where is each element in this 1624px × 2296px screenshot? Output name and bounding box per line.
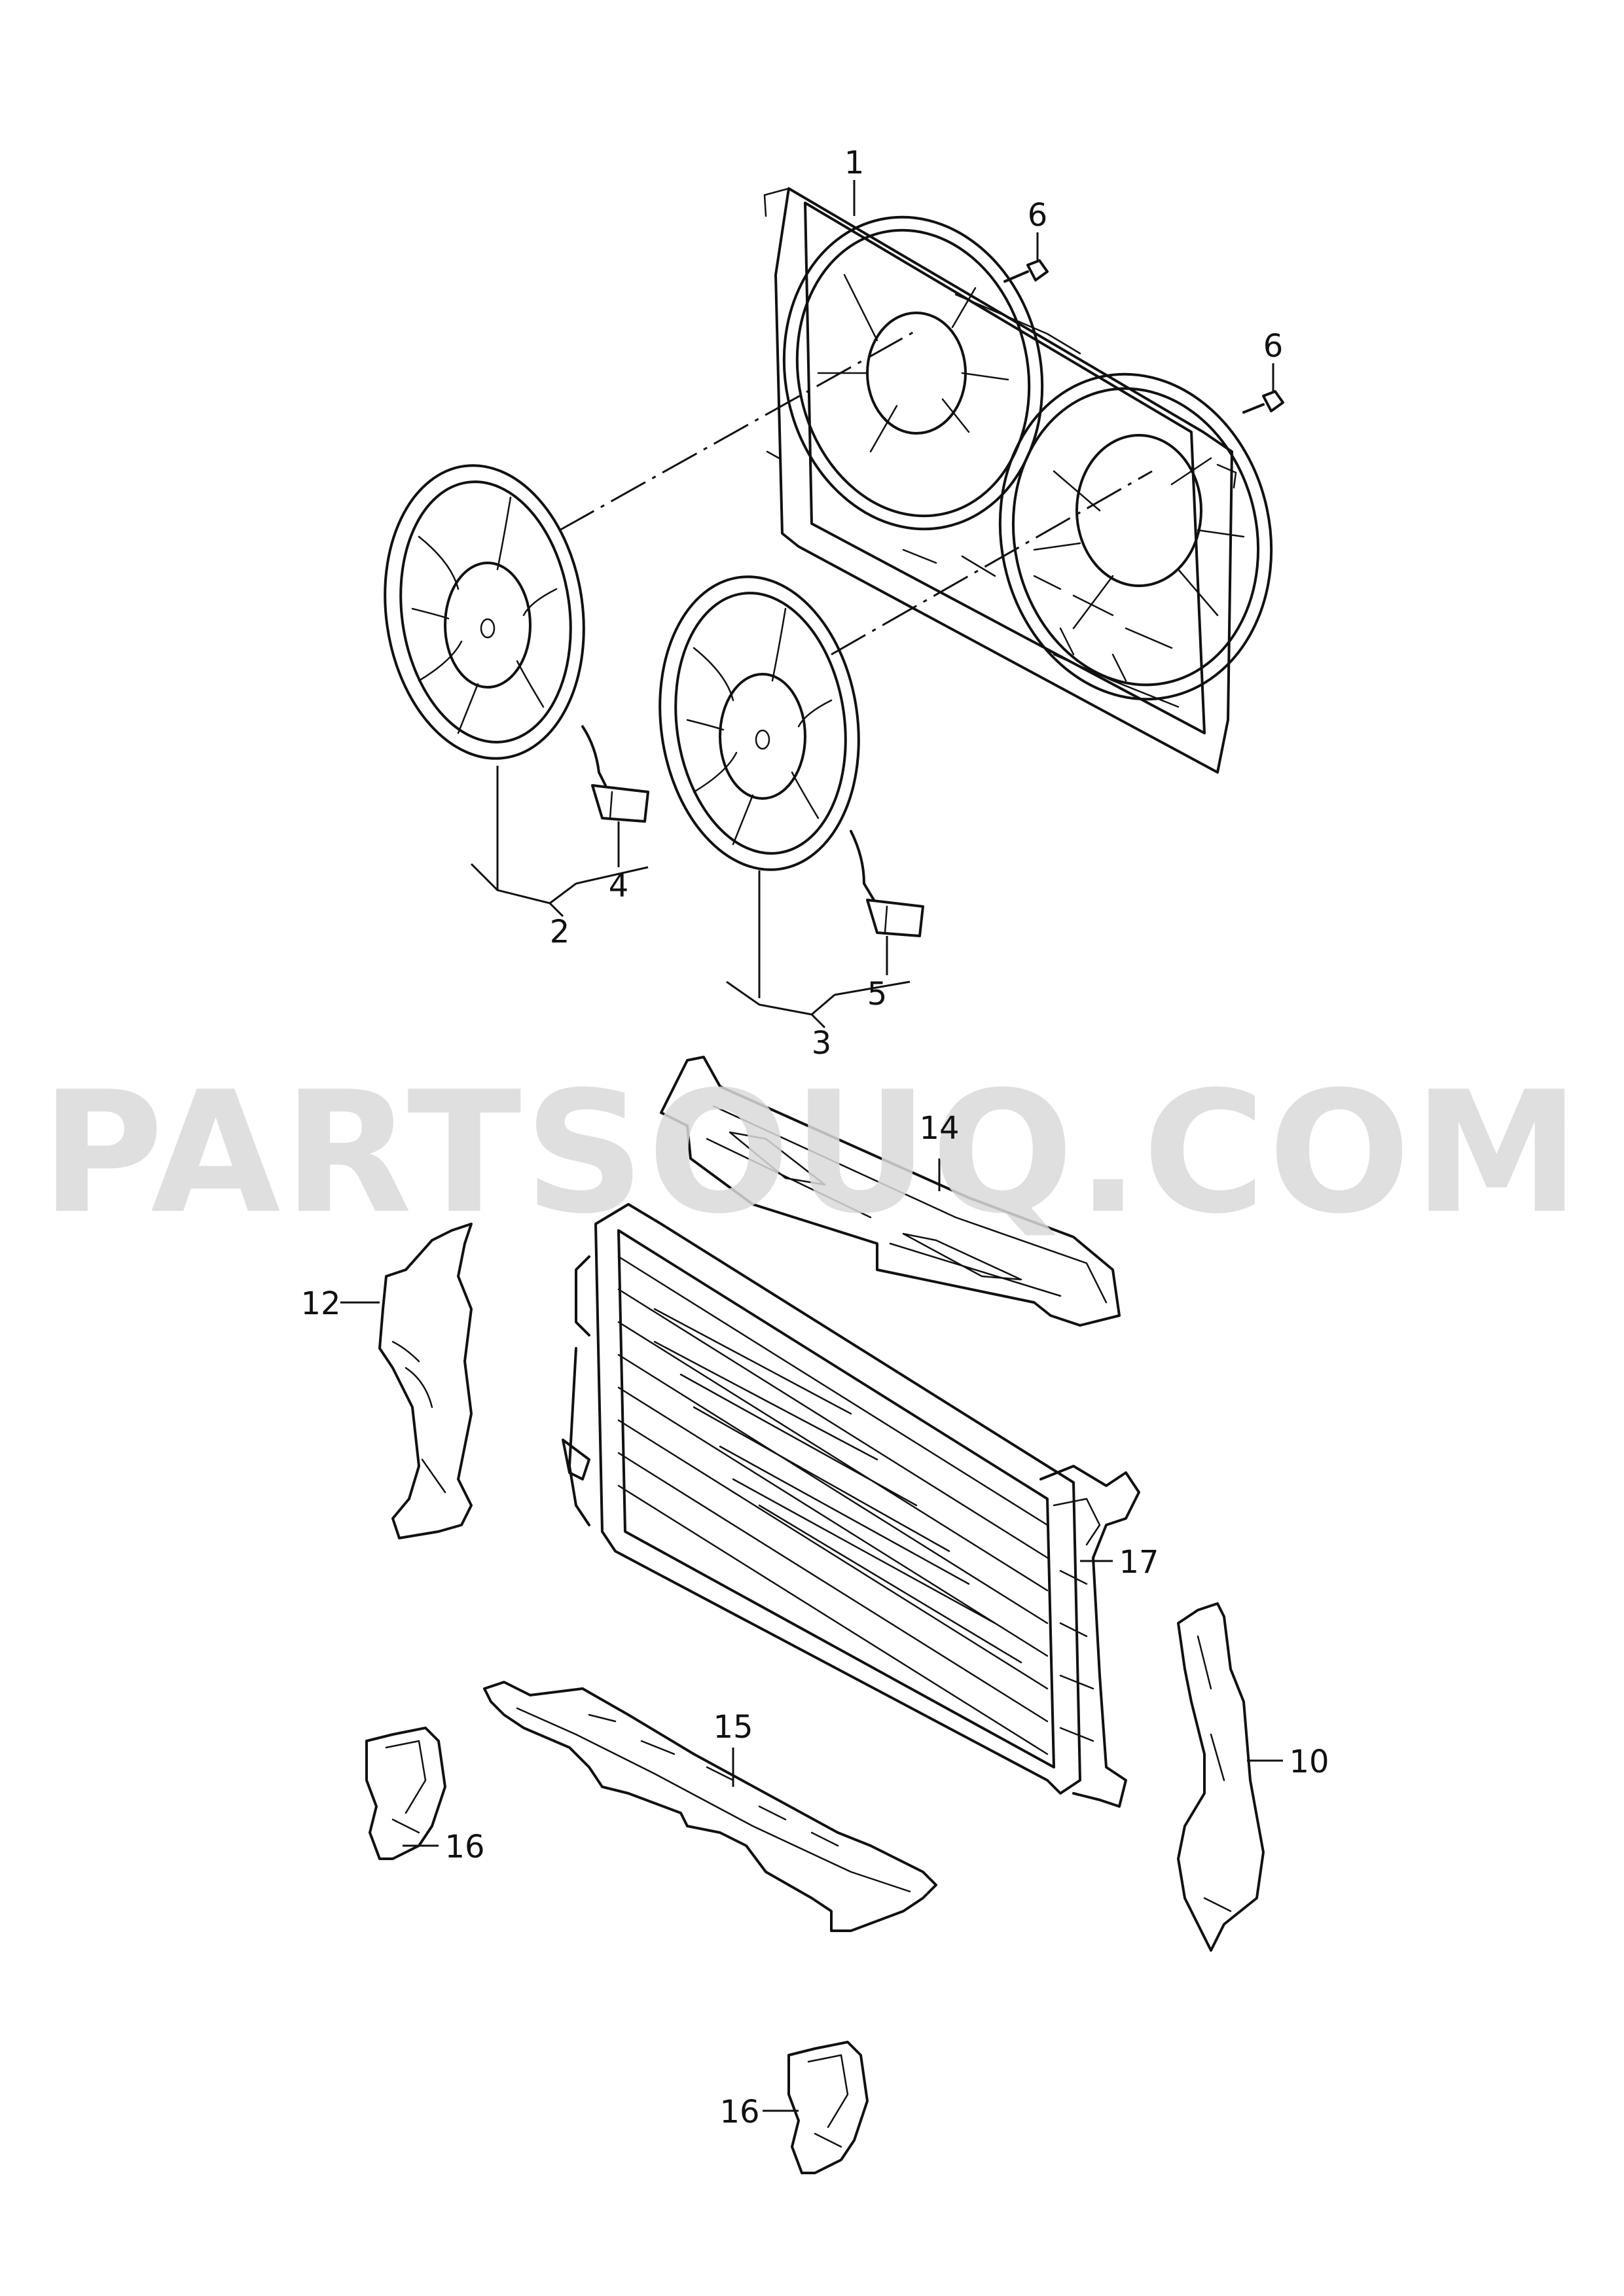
callout-3: 3 xyxy=(812,1025,832,1062)
callout-1: 1 xyxy=(844,145,865,181)
callout-4: 4 xyxy=(609,868,629,905)
callout-5: 5 xyxy=(867,976,888,1013)
leader-lines xyxy=(340,180,1283,2112)
watermark-text: PARTSOUQ.COM xyxy=(41,1056,1583,1251)
callout-17: 17 xyxy=(1119,1544,1159,1581)
callout-16-upper: 16 xyxy=(444,1829,484,1865)
bracket-upper xyxy=(365,1727,446,1860)
callout-10: 10 xyxy=(1289,1744,1329,1780)
upper-air-duct xyxy=(660,1056,1121,1327)
callout-14: 14 xyxy=(919,1110,959,1147)
callout-2: 2 xyxy=(550,914,570,950)
left-air-guide xyxy=(378,1223,473,1539)
fan-left xyxy=(384,464,649,823)
callout-12: 12 xyxy=(300,1285,340,1322)
fan-right xyxy=(659,575,924,937)
callout-6-upper: 6 xyxy=(1028,197,1048,234)
bracket-lower xyxy=(787,2041,869,2174)
assembly-line-left-fan xyxy=(559,329,917,531)
callout-6-lower: 6 xyxy=(1263,328,1284,365)
assembly-line-right-fan xyxy=(831,470,1153,656)
callout-16-lower: 16 xyxy=(719,2094,759,2130)
bolt-lower xyxy=(1242,390,1284,414)
right-air-guide xyxy=(1177,1602,1265,1952)
bolt-upper xyxy=(1003,259,1049,283)
callout-15: 15 xyxy=(713,1709,753,1746)
fan-shroud xyxy=(763,187,1273,774)
radiator xyxy=(562,1203,1140,1808)
lower-air-duct xyxy=(483,1681,937,1932)
